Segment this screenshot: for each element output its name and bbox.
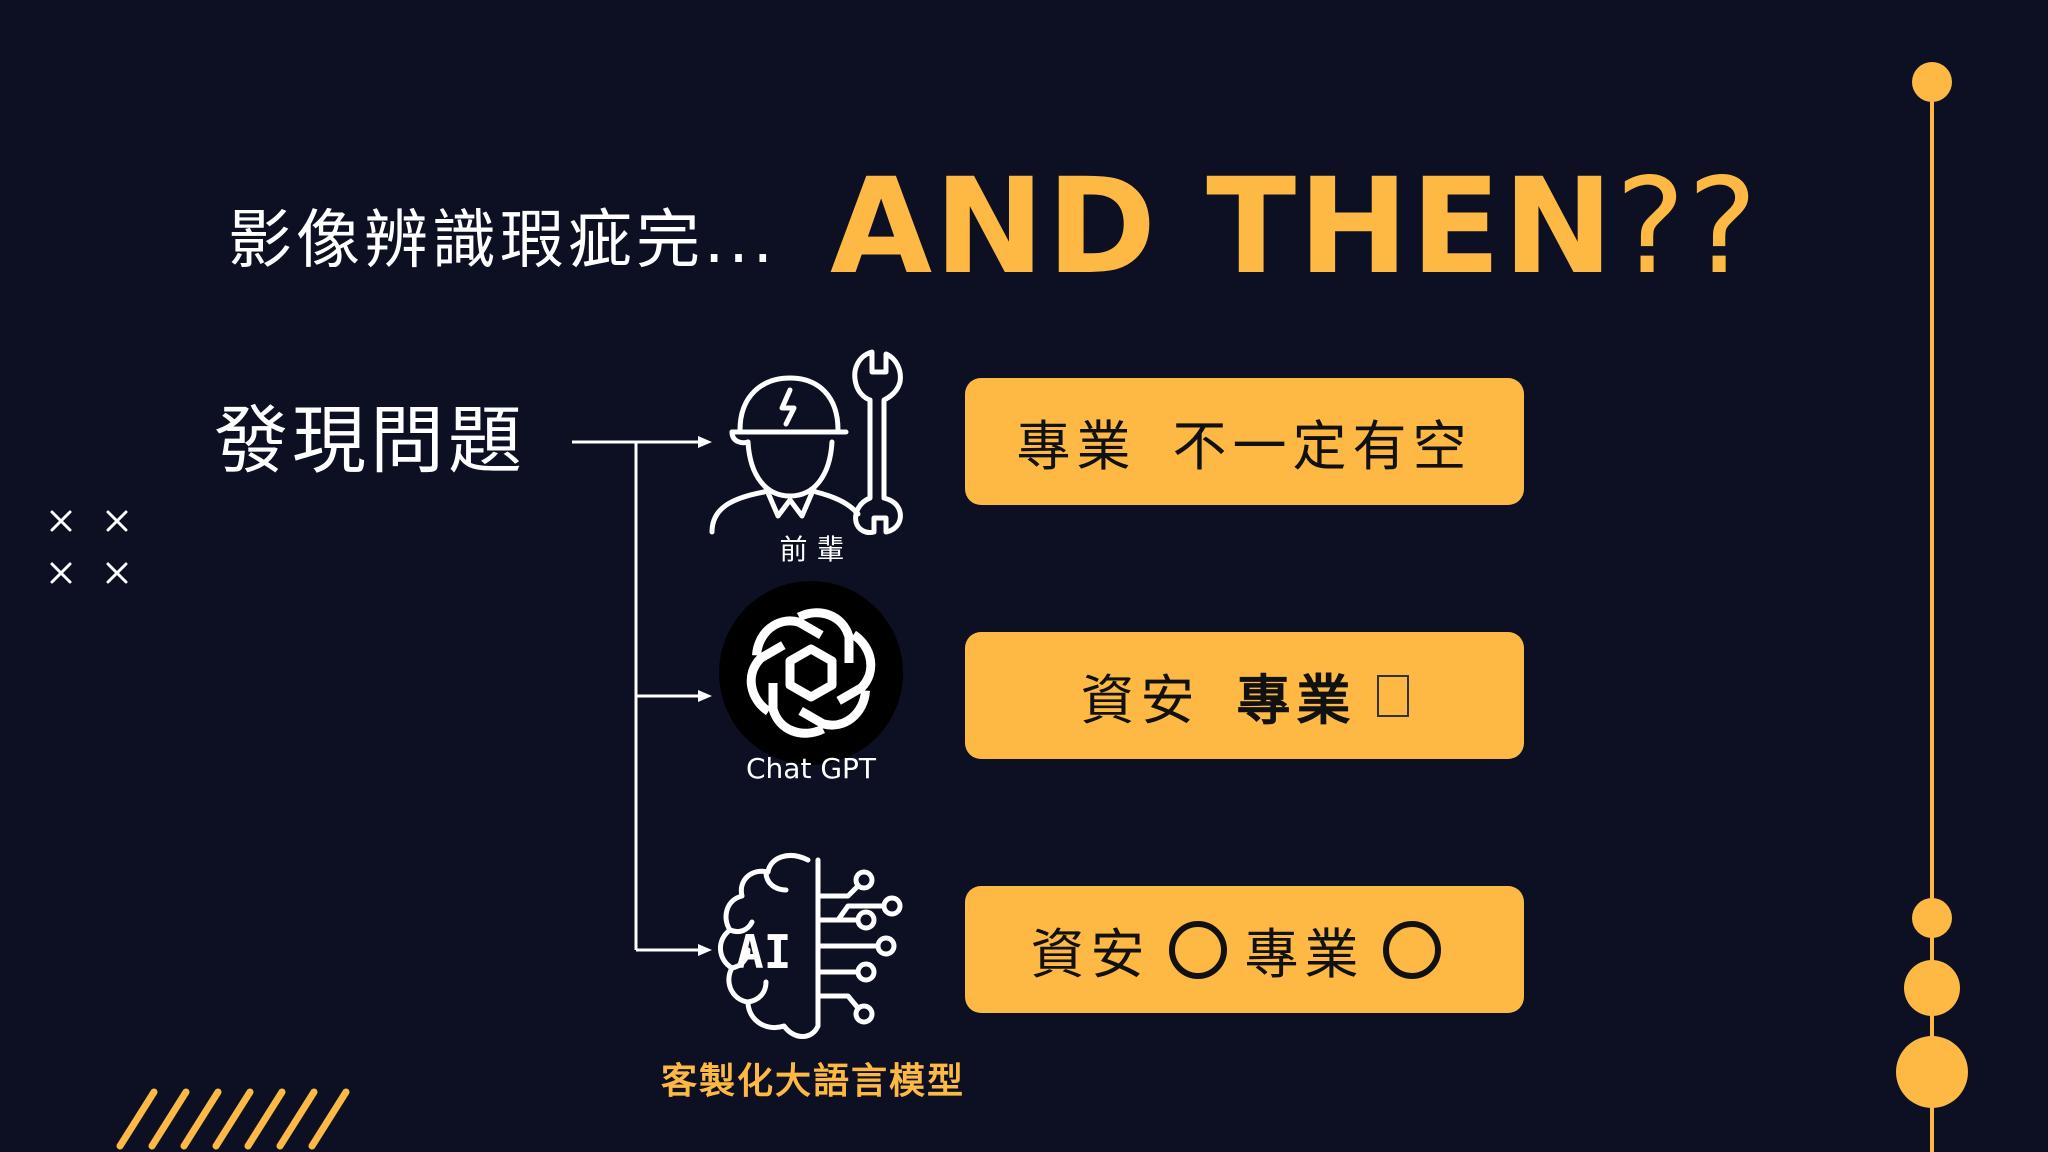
check-circle-icon bbox=[1168, 920, 1227, 979]
card-text-not-available: 不一定有空 bbox=[1172, 415, 1473, 478]
engineer-wrench-icon bbox=[709, 349, 903, 535]
svg-text:AI: AI bbox=[736, 925, 791, 979]
check-circle-icon bbox=[1382, 920, 1441, 979]
card-text-security: 資安 bbox=[1030, 923, 1151, 986]
card-text-security: 資安 bbox=[1080, 669, 1201, 732]
option-label-chatgpt: Chat GPT bbox=[745, 752, 877, 785]
card-text-professional: 專業 bbox=[1236, 669, 1357, 732]
chatgpt-logo-icon bbox=[719, 581, 903, 765]
option-label-senior: 前 輩 bbox=[779, 533, 845, 566]
ai-brain-circuit-icon: AI bbox=[718, 853, 903, 1039]
slash-stripes-decoration bbox=[116, 1088, 350, 1150]
x-marks-decoration bbox=[50, 510, 128, 584]
branch-connector bbox=[572, 436, 712, 956]
missing-glyph-box bbox=[1376, 674, 1409, 717]
title-english-main: AND THEN bbox=[830, 150, 1616, 304]
card-text-professional: 專業 bbox=[1244, 923, 1365, 986]
problem-label: 發現問題 bbox=[214, 398, 526, 484]
title-english: AND THEN?? bbox=[830, 152, 1759, 302]
option-card-custom-llm: 資安 專業 bbox=[965, 886, 1524, 1013]
option-label-custom-llm: 客製化大語言模型 bbox=[660, 1061, 965, 1102]
option-card-senior: 專業 不一定有空 bbox=[965, 378, 1524, 505]
title-chinese: 影像辨識瑕疵完... bbox=[228, 204, 778, 278]
option-card-chatgpt: 資安 專業 bbox=[965, 632, 1524, 759]
card-text-professional: 專業 bbox=[1016, 415, 1137, 478]
timeline-decoration bbox=[1896, 62, 1968, 1152]
title-english-question: ?? bbox=[1615, 150, 1760, 304]
